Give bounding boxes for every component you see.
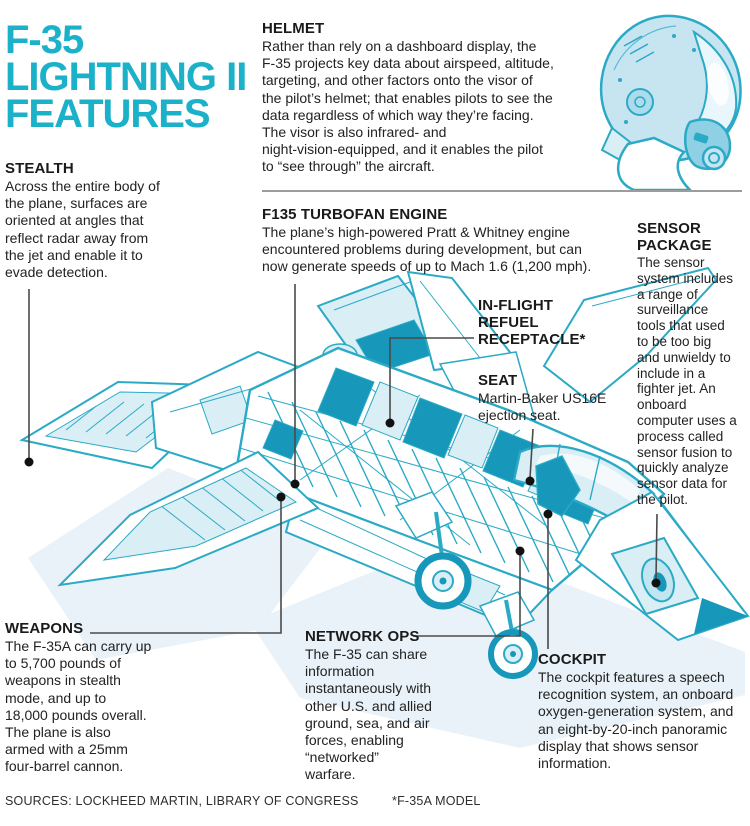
callout-line-refuel (389, 337, 474, 420)
helmet-vent-lines (623, 35, 655, 63)
section-engine: F135 TURBOFAN ENGINE The plane’s high-po… (262, 206, 647, 276)
network-ops-heading: NETWORK OPS (305, 628, 420, 645)
callout-line-sensor (655, 513, 658, 581)
callout-line-network (413, 554, 521, 637)
engine-body: The plane’s high-powered Pratt & Whitney… (262, 224, 592, 275)
stealth-body: Across the entire body of the plane, sur… (5, 178, 160, 281)
section-weapons: WEAPONS The F-35A can carry up to 5,700 … (5, 620, 185, 776)
weapons-heading: WEAPONS (5, 620, 84, 637)
refuel-heading: IN-FLIGHT REFUEL RECEPTACLE* (478, 297, 586, 348)
callout-dot-sensor (651, 578, 661, 588)
callout-dots (24, 418, 661, 588)
page-title: F-35 LIGHTNING II FEATURES (5, 18, 247, 136)
sensor-heading: SENSOR PACKAGE (637, 220, 712, 254)
cockpit-heading: COCKPIT (538, 651, 607, 668)
seat-body: Martin-Baker US16E ejection seat. (478, 390, 607, 424)
callout-lines (28, 284, 658, 649)
helmet-separator-line (262, 190, 742, 192)
network-ops-body: The F-35 can share information instantan… (305, 646, 432, 783)
weapons-body: The F-35A can carry up to 5,700 pounds o… (5, 638, 152, 775)
jet-main-landing-gear (394, 491, 472, 610)
callout-dot-seat (525, 476, 535, 486)
callout-line-weapons (90, 500, 282, 634)
model-footnote: *F-35A MODEL (392, 794, 481, 808)
section-stealth: STEALTH Across the entire body of the pl… (5, 160, 210, 281)
sensor-body: The sensor system includes a range of su… (637, 255, 737, 507)
jet-fuselage-cutaway (234, 346, 666, 592)
pilot-helmet-illustration (599, 14, 742, 192)
callout-dot-refuel (385, 418, 395, 428)
helmet-heading: HELMET (262, 20, 325, 37)
callout-dot-engine (290, 479, 300, 489)
jet-left-wing (57, 450, 320, 587)
helmet-earcup (626, 88, 654, 116)
sources-line: SOURCES: LOCKHEED MARTIN, LIBRARY OF CON… (5, 794, 359, 808)
seat-heading: SEAT (478, 372, 518, 389)
callout-dot-network (515, 546, 525, 556)
section-network-ops: NETWORK OPS The F-35 can share informati… (305, 628, 450, 784)
callout-line-seat (529, 428, 534, 479)
jet-ejection-seat (535, 455, 581, 517)
callout-dot-stealth (24, 457, 34, 467)
jet-nose (574, 490, 750, 642)
section-helmet: HELMET Rather than rely on a dashboard d… (262, 20, 596, 176)
helmet-bolts (618, 34, 696, 124)
callout-dot-weapons (276, 492, 286, 502)
stealth-heading: STEALTH (5, 160, 74, 177)
cockpit-body: The cockpit features a speech recognitio… (538, 669, 734, 772)
section-refuel: IN-FLIGHT REFUEL RECEPTACLE* (478, 297, 608, 348)
section-cockpit: COCKPIT The cockpit features a speech re… (538, 651, 750, 772)
engine-heading: F135 TURBOFAN ENGINE (262, 206, 448, 223)
section-sensor: SENSOR PACKAGE The sensor system include… (637, 220, 749, 508)
jet-right-wing (542, 266, 718, 404)
section-seat: SEAT Martin-Baker US16E ejection seat. (478, 372, 638, 424)
helmet-body: Rather than rely on a dashboard display,… (262, 38, 554, 175)
callout-dot-cockpit (543, 509, 553, 519)
